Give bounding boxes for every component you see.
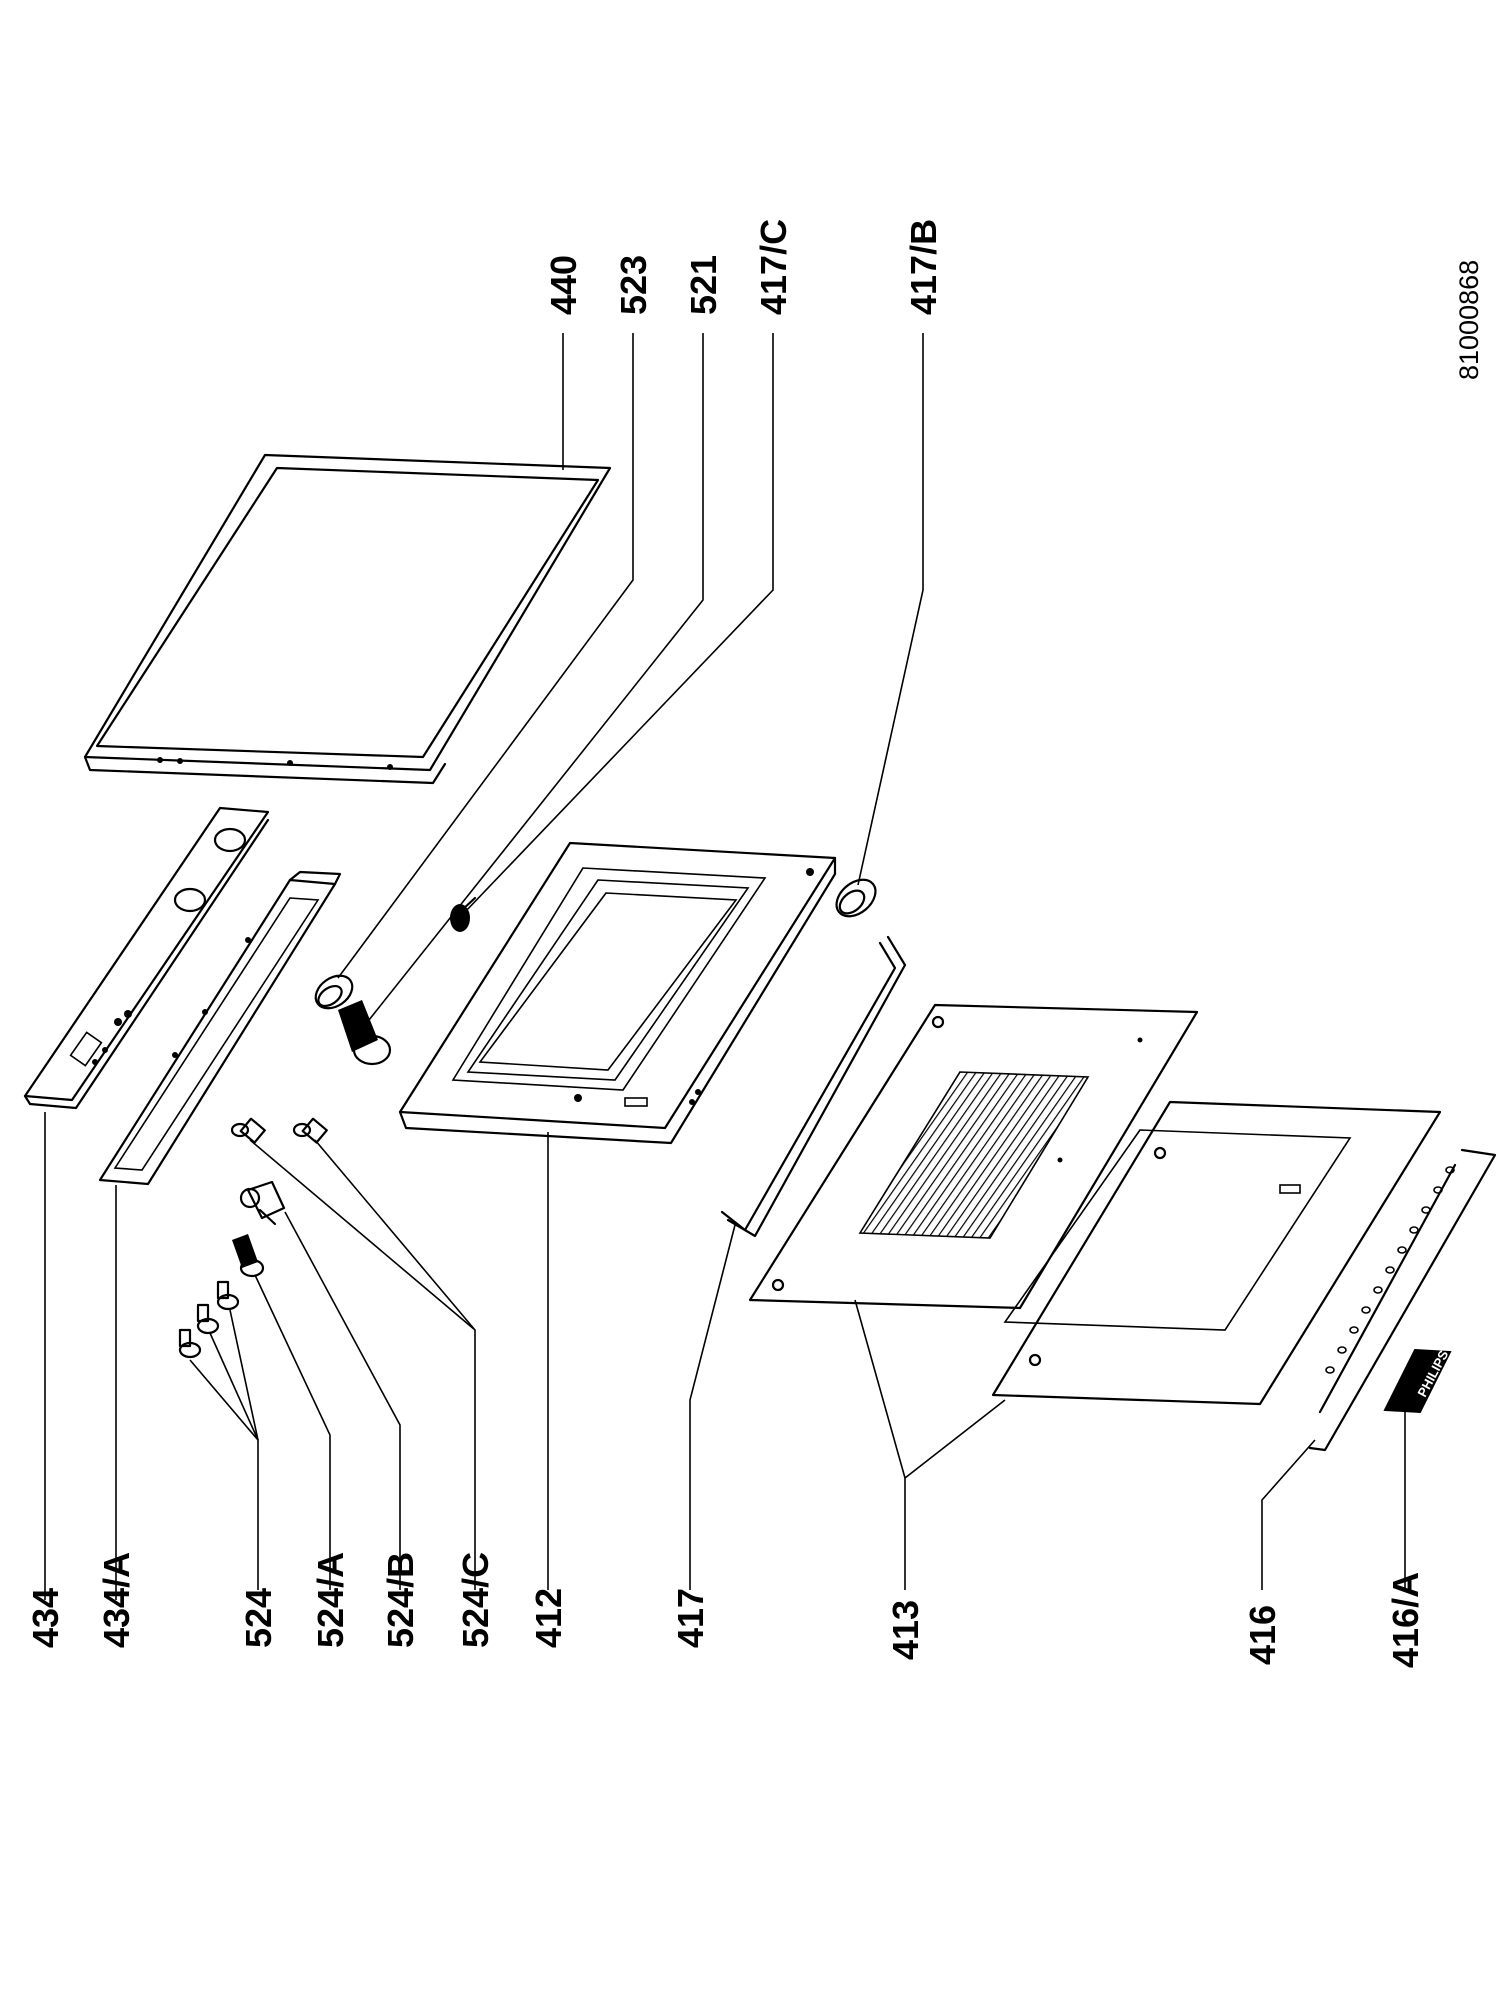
part-434a-panel-trim bbox=[98, 870, 342, 1186]
label-417: 417 bbox=[670, 1588, 711, 1648]
part-434-control-panel bbox=[23, 806, 270, 1110]
part-412-door-frame bbox=[398, 841, 837, 1145]
part-417b-ring bbox=[835, 878, 877, 918]
part-523-ring bbox=[314, 974, 354, 1010]
handle-slots bbox=[1325, 1166, 1455, 1374]
label-417b: 417/B bbox=[903, 219, 944, 315]
part-440-frame bbox=[83, 453, 612, 785]
part-524c-lamps bbox=[230, 1117, 328, 1144]
label-524b: 524/B bbox=[380, 1552, 421, 1648]
document-number: 81000868 bbox=[1454, 260, 1484, 380]
label-440: 440 bbox=[543, 255, 584, 315]
part-417-rod bbox=[720, 935, 907, 1238]
part-416a-brand-plate: PHILIPS bbox=[1383, 1347, 1452, 1414]
label-521: 521 bbox=[683, 255, 724, 315]
label-524a: 524/A bbox=[310, 1552, 351, 1648]
part-labels: 434 434/A 524 524/A 524/B 524/C 412 417 … bbox=[25, 219, 1426, 1668]
part-521-knob bbox=[338, 1000, 392, 1066]
label-417c: 417/C bbox=[753, 219, 794, 315]
part-524a-knob bbox=[232, 1234, 265, 1278]
part-413-inner-glass bbox=[991, 1100, 1442, 1406]
label-416a: 416/A bbox=[1385, 1572, 1426, 1668]
part-413-outer-glass bbox=[748, 1003, 1199, 1310]
leader-lines bbox=[44, 333, 1406, 1600]
label-434: 434 bbox=[25, 1588, 66, 1648]
label-413: 413 bbox=[885, 1600, 926, 1660]
part-524-knobs bbox=[178, 1280, 240, 1359]
label-416: 416 bbox=[1242, 1605, 1283, 1665]
label-523: 523 bbox=[613, 255, 654, 315]
label-412: 412 bbox=[528, 1588, 569, 1648]
label-434a: 434/A bbox=[96, 1552, 137, 1648]
label-524c: 524/C bbox=[455, 1552, 496, 1648]
part-416-handle bbox=[1308, 1148, 1497, 1452]
part-524b-switch bbox=[239, 1180, 286, 1226]
label-524: 524 bbox=[238, 1588, 279, 1648]
